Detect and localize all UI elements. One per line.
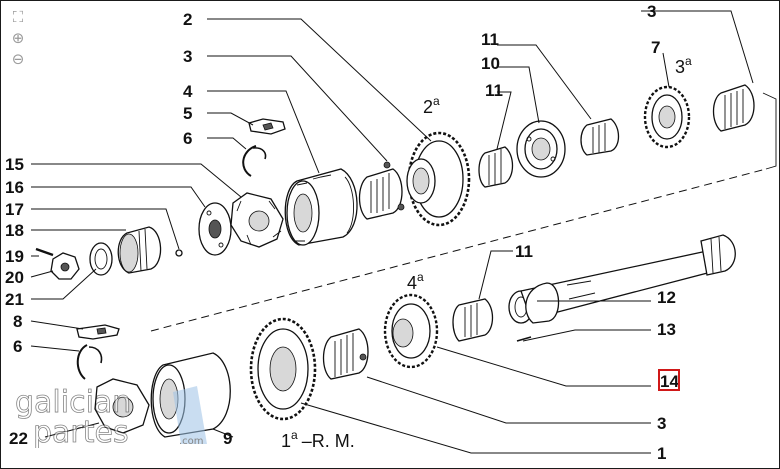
zoom-out-icon[interactable]: ⊖ [11, 50, 25, 68]
part-1-first-gear[interactable] [249, 317, 317, 421]
callout-6-lower[interactable]: 6 [13, 337, 22, 356]
part-7-third-gear[interactable] [643, 85, 691, 149]
callout-13[interactable]: 13 [657, 320, 676, 339]
callout-8[interactable]: 8 [13, 312, 22, 331]
part-8-key-plate[interactable] [76, 324, 120, 340]
callout-5[interactable]: 5 [183, 104, 192, 123]
part-16-thrust-plate[interactable] [198, 202, 232, 256]
callout-2[interactable]: 2 [183, 10, 192, 29]
callout-6[interactable]: 6 [183, 129, 192, 148]
third-gear-label: 3a [675, 54, 692, 77]
callout-22[interactable]: 22 [9, 429, 28, 448]
callout-10[interactable]: 10 [481, 54, 500, 73]
part-12-main-shaft[interactable] [520, 234, 736, 324]
fit-to-screen-icon[interactable]: ⛶ [12, 8, 24, 26]
part-18-sleeve[interactable] [117, 226, 162, 274]
part-4-synchro-assembly[interactable] [284, 168, 358, 246]
callout-20[interactable]: 20 [5, 268, 24, 287]
part-11-needle-bearing-a[interactable] [478, 146, 514, 188]
part-13-pin[interactable] [516, 336, 532, 342]
callout-11-b[interactable]: 11 [485, 81, 503, 100]
part-2-second-gear[interactable] [406, 131, 471, 227]
callout-7[interactable]: 7 [651, 38, 660, 57]
part-6-circlip-lower[interactable] [76, 344, 88, 380]
watermark-line1: galician [15, 386, 131, 420]
callout-4[interactable]: 4 [183, 82, 193, 101]
part-3-needle-bearing-right[interactable] [712, 84, 755, 132]
callout-21[interactable]: 21 [5, 290, 24, 309]
part-11-needle-bearing-b[interactable] [580, 118, 620, 156]
part-21-washer[interactable] [89, 242, 113, 276]
part-15-synchro-ring[interactable] [230, 192, 284, 248]
watermark-line2: partes [33, 415, 129, 448]
part-17-ball[interactable] [175, 249, 183, 257]
part-3-needle-bearing-upper[interactable] [358, 161, 405, 220]
callout-9[interactable]: 9 [223, 429, 232, 448]
callout-3-top[interactable]: 3 [647, 2, 656, 21]
part-20-nut[interactable] [50, 252, 80, 280]
callout-18[interactable]: 18 [5, 221, 24, 240]
zoom-toolbar: ⛶ ⊕ ⊖ [7, 7, 29, 69]
section-divider [150, 168, 767, 332]
part-22-synchro-ring[interactable] [94, 378, 150, 434]
leader-lines [30, 10, 754, 454]
part-3-needle-bearing-lower[interactable] [322, 328, 369, 380]
callout-14[interactable]: 14 [660, 372, 679, 391]
zoom-in-icon[interactable]: ⊕ [11, 29, 25, 47]
watermark-logo: galician partes .com [15, 386, 207, 448]
part-5-key-plate[interactable] [248, 118, 286, 135]
callout-16[interactable]: 16 [5, 178, 24, 197]
watermark-domain: .com [179, 436, 204, 447]
callout-3-lower[interactable]: 3 [657, 414, 666, 433]
callout-1[interactable]: 1 [657, 444, 666, 463]
second-gear-label: 2a [423, 94, 440, 117]
callout-3[interactable]: 3 [183, 47, 192, 66]
part-11-needle-bearing-lower[interactable] [452, 298, 494, 342]
callout-11-lower[interactable]: 11 [515, 242, 533, 261]
shaft-axis-bracket [762, 92, 777, 170]
part-10-ball-bearing[interactable] [516, 120, 566, 178]
part-19-pin[interactable] [35, 247, 54, 257]
callout-12[interactable]: 12 [657, 288, 676, 307]
fourth-gear[interactable] [383, 293, 439, 369]
callout-15[interactable]: 15 [5, 155, 24, 174]
selected-part-highlight [658, 369, 680, 391]
callout-11-a[interactable]: 11 [481, 30, 499, 49]
part-6-circlip[interactable] [242, 145, 257, 177]
fourth-gear-label: 4a [407, 270, 424, 293]
callout-19[interactable]: 19 [5, 247, 24, 266]
first-reverse-gear-label: 1a–R. M. [281, 428, 355, 451]
callout-17[interactable]: 17 [5, 200, 24, 219]
